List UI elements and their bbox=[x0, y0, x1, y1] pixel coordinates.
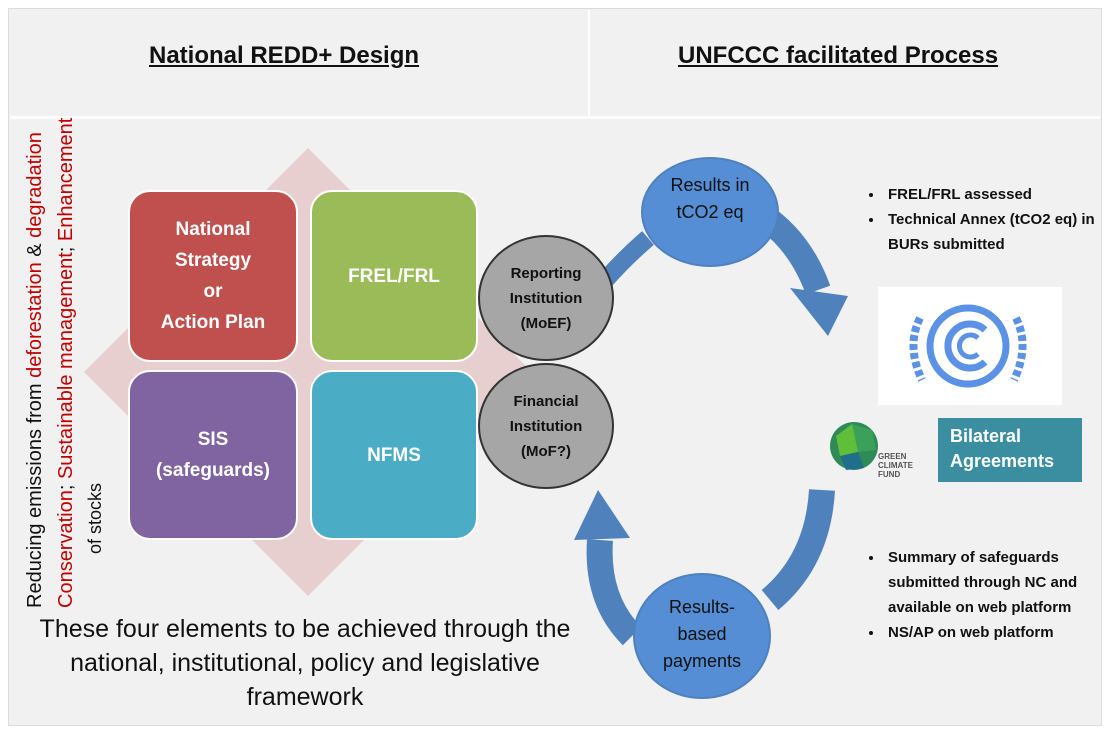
header-divider-vertical bbox=[588, 10, 590, 116]
bullets-top: FREL/FRL assessed Technical Annex (tCO2 … bbox=[858, 182, 1107, 257]
left-header: National REDD+ Design bbox=[149, 42, 420, 69]
box-label: National bbox=[175, 219, 251, 240]
arrow-payments-to-financial bbox=[586, 539, 642, 646]
box-label: or bbox=[203, 281, 223, 302]
arrow-head-unfccc bbox=[790, 288, 848, 336]
bullets-bottom: Summary of safeguards submitted through … bbox=[858, 545, 1107, 645]
box-label: (safeguards) bbox=[155, 460, 271, 481]
frel-frl-box: FREL/FRL bbox=[310, 190, 478, 362]
bilateral-agreements-box: Bilateral Agreements bbox=[938, 418, 1082, 482]
green-climate-fund-logo-icon bbox=[830, 422, 878, 470]
bottom-caption: These four elements to be achieved throu… bbox=[39, 615, 571, 711]
box-label: FREL/FRL bbox=[348, 265, 440, 287]
results-payments-label: Results- based payments bbox=[662, 597, 742, 671]
results-payments-circle bbox=[633, 573, 771, 699]
vertical-text-line1: Reducing emissions from deforestation & … bbox=[24, 132, 46, 608]
sis-box: SIS (safeguards) bbox=[128, 370, 298, 540]
national-strategy-box: National Strategy or Action Plan bbox=[128, 190, 298, 362]
vertical-text-line3: of stocks bbox=[85, 482, 105, 554]
box-label: Action Plan bbox=[160, 312, 266, 333]
list-item: Technical Annex (tCO2 eq) in BURs submit… bbox=[884, 207, 1107, 257]
gcf-label: GREEN CLIMATE FUND bbox=[878, 452, 913, 479]
nfms-box: NFMS bbox=[310, 370, 478, 540]
financial-institution-label: Financial Institution (MoF?) bbox=[509, 393, 583, 460]
box-label: SIS bbox=[197, 429, 229, 450]
box-label: NFMS bbox=[367, 444, 421, 466]
header-divider-horizontal bbox=[10, 116, 1100, 119]
list-item: Summary of safeguards submitted through … bbox=[884, 545, 1107, 620]
results-co2-label: Results in tCO2 eq bbox=[670, 175, 750, 222]
financial-oval bbox=[478, 363, 614, 489]
vertical-text-line2: Conservation; Sustainable management; En… bbox=[55, 117, 77, 608]
box-label: Strategy bbox=[174, 250, 252, 271]
reporting-institution-label: Reporting Institution (MoEF) bbox=[509, 265, 583, 332]
arrow-head-financial bbox=[574, 490, 630, 540]
results-co2-circle bbox=[641, 157, 779, 267]
right-header: UNFCCC facilitated Process bbox=[678, 42, 999, 69]
list-item: NS/AP on web platform bbox=[884, 620, 1107, 645]
unfccc-logo-icon bbox=[878, 287, 1062, 405]
reporting-oval bbox=[478, 235, 614, 361]
list-item: FREL/FRL assessed bbox=[884, 182, 1107, 207]
arrow-gcf-to-payments bbox=[761, 489, 835, 610]
